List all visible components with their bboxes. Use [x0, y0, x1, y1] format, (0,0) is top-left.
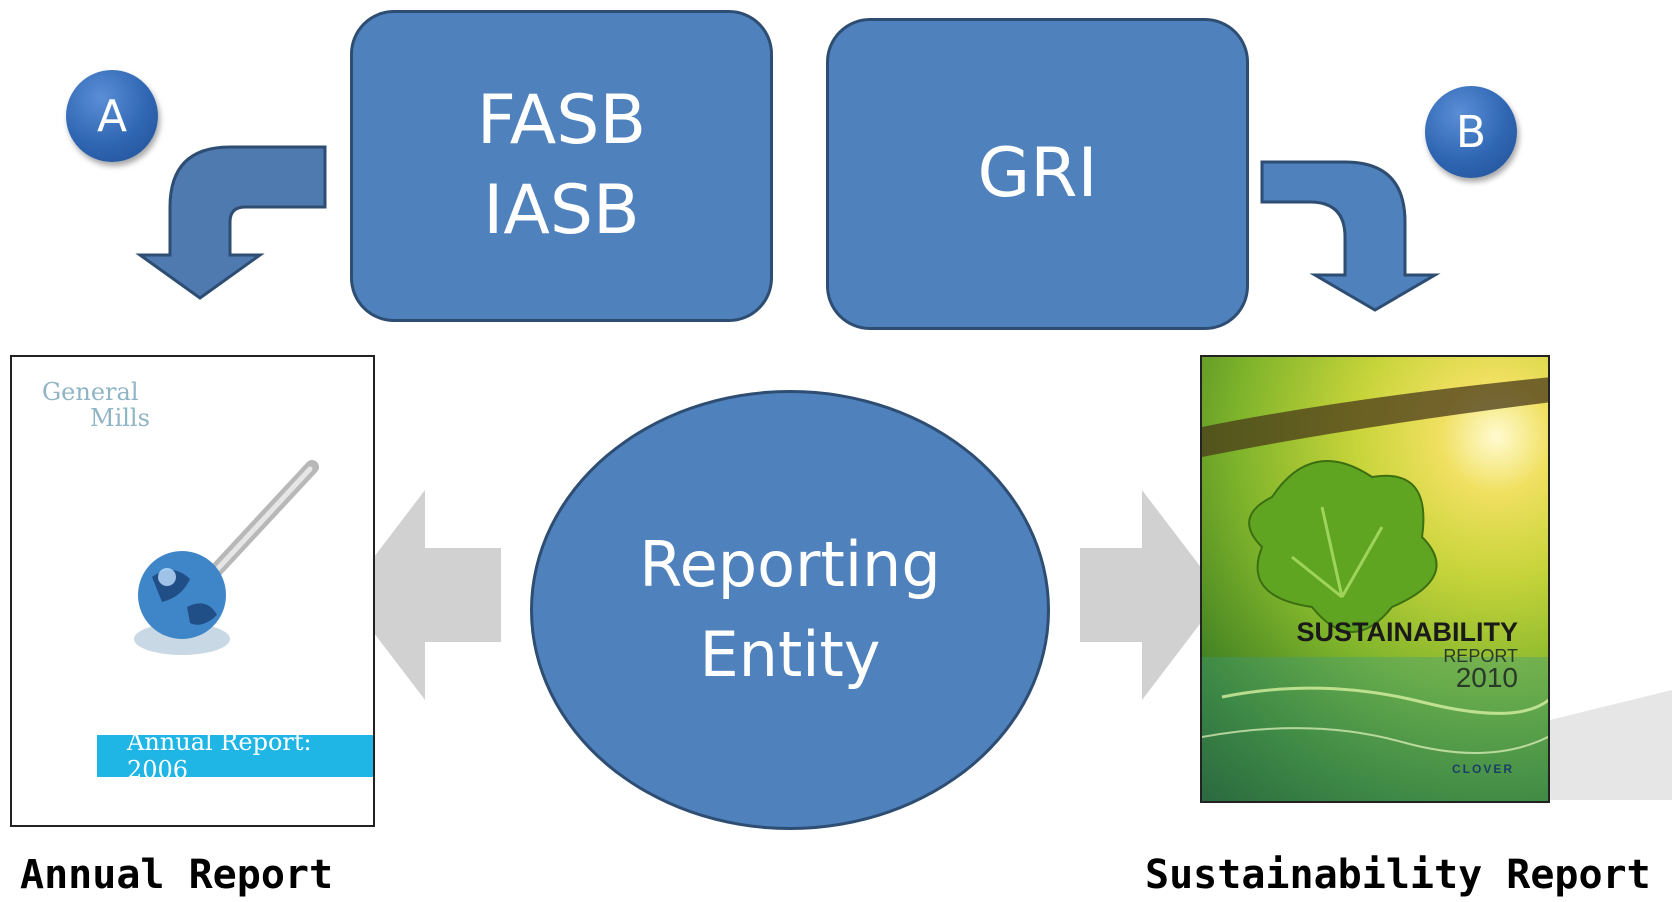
- logo-word-2: Mills: [90, 404, 150, 432]
- gray-arrow-left: [345, 490, 501, 700]
- badge-a-label: A: [96, 90, 128, 142]
- annual-banner-text: Annual Report: 2006: [127, 728, 312, 784]
- fasb-label: FASB: [476, 81, 647, 161]
- curved-arrow-right: [1260, 160, 1441, 312]
- gray-arrow-right: [1080, 490, 1222, 700]
- annual-report-cover: General Mills Annual Report: 2006: [10, 355, 375, 827]
- annual-report-caption: Annual Report: [20, 852, 334, 898]
- sustainability-report-cover: SUSTAINABILITY REPORT 2010 CLOVER: [1200, 355, 1550, 803]
- badge-a: A: [66, 70, 158, 162]
- gri-box: GRI: [826, 18, 1249, 330]
- sustainability-report-caption: Sustainability Report: [1145, 852, 1651, 898]
- gri-label: GRI: [977, 134, 1098, 214]
- spoon-globe-image: [134, 460, 319, 655]
- curved-arrow-left: [135, 145, 327, 300]
- vine-leaf-image: [1202, 377, 1548, 801]
- badge-b: B: [1425, 86, 1517, 178]
- sustainability-cover-title: SUSTAINABILITY: [1296, 617, 1519, 647]
- fasb-iasb-box: FASB IASB: [350, 10, 773, 322]
- annual-report-banner: Annual Report: 2006: [97, 728, 373, 784]
- sustainability-cover-sub: REPORT: [1443, 646, 1518, 666]
- clover-logo: CLOVER: [1451, 762, 1514, 776]
- general-mills-logo: General Mills: [42, 379, 150, 431]
- iasb-label: IASB: [483, 171, 640, 250]
- badge-b-label: B: [1455, 106, 1487, 158]
- reporting-entity-ellipse: Reporting Entity: [530, 390, 1050, 830]
- sustainability-cover-year: 2010: [1455, 662, 1518, 693]
- logo-word-1: General: [42, 378, 139, 406]
- entity-line-1: Reporting: [639, 528, 941, 602]
- entity-line-2: Entity: [699, 618, 881, 691]
- cover-shadow: [1550, 690, 1672, 800]
